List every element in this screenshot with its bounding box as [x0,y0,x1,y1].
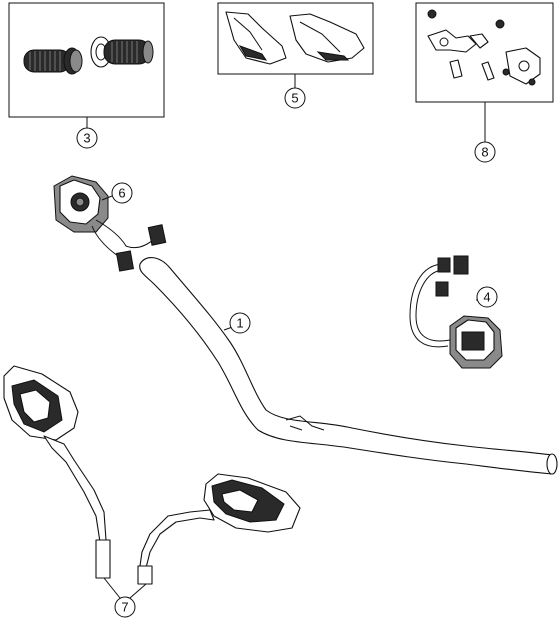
svg-text:1: 1 [236,316,243,331]
svg-text:3: 3 [83,131,90,146]
svg-text:5: 5 [291,91,298,106]
handguards-kit-group: 5 [217,2,374,109]
callout-6[interactable]: 6 [111,182,133,204]
svg-text:8: 8 [481,145,488,160]
svg-text:6: 6 [118,186,125,201]
callout-3[interactable]: 3 [76,127,98,149]
handlebar-icon [139,257,558,475]
handguards-icon [225,11,365,65]
callout-7[interactable]: 7 [114,596,136,618]
svg-text:7: 7 [121,600,128,615]
right-switch-icon [409,255,503,369]
mirrors-icon [3,365,301,585]
handguard-mount-kit-group: 8 [415,2,554,163]
callout-8[interactable]: 8 [474,141,496,163]
callout-1[interactable]: 1 [229,312,251,334]
left-switch-icon [53,175,167,272]
callout-5[interactable]: 5 [284,87,306,109]
handguard-mount-kit-icon [427,9,541,86]
svg-text:4: 4 [483,290,490,305]
grips-icon [23,36,154,75]
grips-kit-group: 3 [8,2,165,149]
callout-4[interactable]: 4 [476,286,498,308]
